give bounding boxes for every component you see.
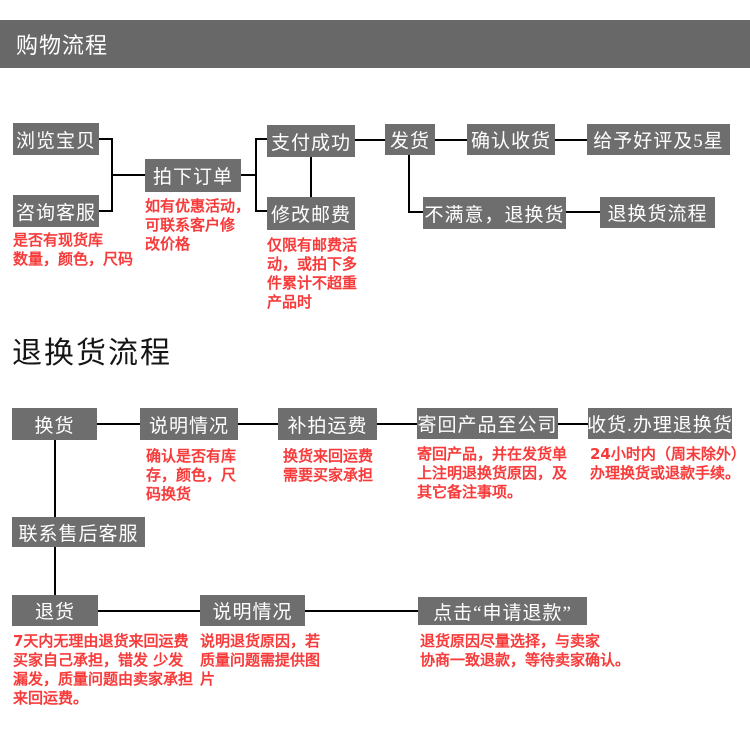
note-handle-24h: 24小时内（周末除外） 办理换货或退款手续。 (590, 445, 746, 482)
flow-node-return-process: 退换货流程 (600, 197, 715, 228)
note-exchange-freight: 换货来回运费 需要买家承担 (283, 447, 374, 484)
flow-node-contact-service: 咨询客服 (13, 195, 99, 227)
flow-node-explain-situation-1: 说明情况 (140, 408, 238, 440)
section-title-return-process: 退换货流程 (12, 337, 172, 370)
flow-node-modify-postage: 修改邮费 (267, 197, 355, 230)
page-title: 购物流程 (16, 33, 109, 58)
flow-node-contact-aftersales: 联系售后客服 (12, 517, 145, 547)
flow-node-browse-item: 浏览宝贝 (13, 123, 99, 155)
flow-node-explain-situation-2: 说明情况 (200, 595, 305, 626)
flow-node-return-goods: 退货 (12, 595, 98, 626)
flow-node-exchange-goods: 换货 (12, 408, 97, 440)
flow-node-receive-and-handle: 收货.办理退换货 (587, 408, 732, 439)
header-bar: 购物流程 (0, 20, 750, 68)
flow-node-click-apply-refund: 点击“申请退款” (418, 597, 587, 625)
flow-node-payment-success: 支付成功 (267, 125, 355, 157)
flow-node-give-praise: 给予好评及5星 (587, 124, 730, 155)
note-return-reason: 说明退货原因，若 质量问题需提供图 片 (200, 632, 321, 688)
flow-node-send-back-product: 寄回产品至公司 (417, 408, 558, 439)
flow-node-pay-return-freight: 补拍运费 (278, 408, 377, 440)
flow-node-place-order: 拍下订单 (145, 159, 241, 192)
note-seven-days-policy: 7天内无理由退货来回运费 买家自己承担，错发 少发 漏发，质量问题由卖家承担 来… (13, 632, 194, 707)
flow-node-confirm-receipt: 确认收货 (467, 124, 555, 155)
note-discount-activity: 如有优惠活动， 可联系客户修 改价格 (145, 197, 251, 253)
note-send-back-instructions: 寄回产品，并在发货单 上注明退换货原因，及 其它备注事项。 (417, 445, 568, 501)
note-confirm-stock: 确认是否有库 存，颜色，尺 码换货 (146, 447, 237, 503)
note-stock-availability: 是否有现货库 数量，颜色，尺码 (13, 231, 134, 268)
note-postage-limit: 仅限有邮费活 动，或拍下多 件累计不超重 产品时 (267, 236, 358, 311)
flow-node-ship-goods: 发货 (385, 124, 435, 155)
flow-node-not-satisfied: 不满意，退换货 (423, 197, 566, 229)
note-refund-agreement: 退货原因尽量选择，与卖家 协商一致退款，等待卖家确认。 (420, 632, 631, 669)
